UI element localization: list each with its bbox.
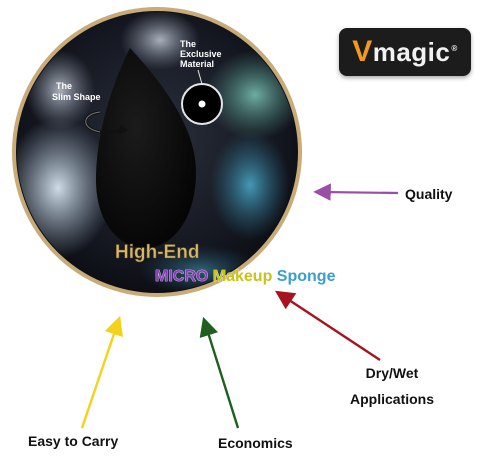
logo-v: V <box>352 35 373 68</box>
subline-sponge: Sponge <box>277 268 336 285</box>
drywet-arrow <box>274 290 381 362</box>
easy-carry-arrow <box>80 315 124 429</box>
subline-makeup: Makeup <box>213 268 277 285</box>
logo-word: magic <box>372 37 451 67</box>
sponge-disc <box>12 7 302 297</box>
label-easy-to-carry: Easy to Carry <box>28 433 119 449</box>
vmagic-logo: Vmagic® <box>339 28 471 76</box>
subline: MICRO Makeup Sponge <box>155 268 336 285</box>
label-quality: Quality <box>405 186 453 202</box>
headline: High-End <box>115 242 199 263</box>
sponge-shape <box>96 48 196 248</box>
logo-text: Vmagic® <box>352 35 458 69</box>
callout-material-line1: The <box>180 39 196 49</box>
logo-registered: ® <box>451 44 458 54</box>
economics-arrow <box>199 316 240 429</box>
label-drywet-line2: Applications <box>350 391 435 407</box>
label-drywet: Dry/Wet Applications <box>350 360 434 412</box>
label-economics: Economics <box>218 435 293 451</box>
callout-material-line3: Material <box>180 59 214 69</box>
callout-shape-line1: The <box>56 81 72 91</box>
callout-shape-line2: Slim Shape <box>52 92 101 102</box>
quality-arrow <box>313 183 399 201</box>
label-drywet-line1: Dry/Wet <box>365 365 419 381</box>
subline-micro: MICRO <box>155 268 213 285</box>
callout-material-line2: Exclusive <box>180 49 222 59</box>
